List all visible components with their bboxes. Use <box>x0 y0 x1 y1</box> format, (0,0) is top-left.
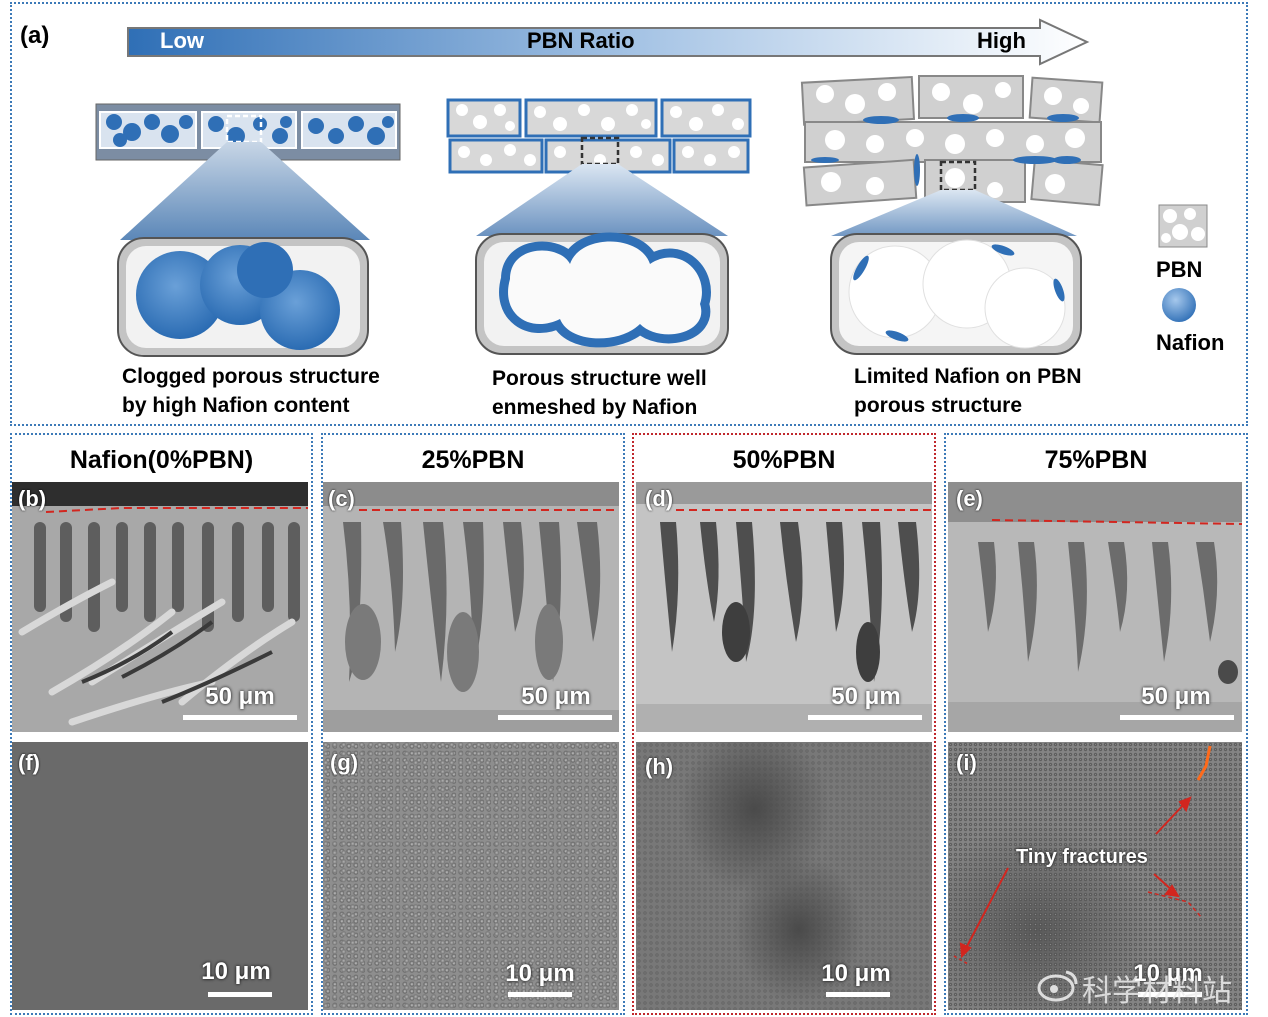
arrow-low-label: Low <box>160 28 204 53</box>
scale-bar-c <box>498 715 612 720</box>
pbn-ratio-arrow <box>127 18 1090 66</box>
pbn-legend-icon <box>1158 204 1208 248</box>
fracture-arrows <box>953 745 1212 965</box>
schematic-3-caption: Limited Nafion on PBN porous structure <box>854 365 1082 417</box>
panel-g-label: (g) <box>330 750 359 775</box>
column-0-title: Nafion(0%PBN) <box>69 446 254 474</box>
nafion-legend-icon <box>1162 288 1196 322</box>
scale-label-f: 10 μm <box>201 958 271 985</box>
panel-e-label: (e) <box>956 486 983 511</box>
scale-bar-d <box>808 715 922 720</box>
sem-cross-section-d <box>636 482 932 732</box>
watermark-text: 科学材料站 <box>1082 974 1232 1009</box>
pbn-legend-label: PBN <box>1156 257 1203 282</box>
sem-surface-f <box>12 742 308 1010</box>
scale-bar-b <box>183 715 297 720</box>
column-0-frame <box>10 433 313 1015</box>
panel-b-label: (b) <box>18 486 47 511</box>
sem-cross-section-c <box>323 482 619 732</box>
scale-label-b: 50 μm <box>205 683 275 710</box>
sem-surface-g <box>323 742 619 1010</box>
sem-surface-i <box>948 742 1242 1010</box>
scale-label-g: 10 μm <box>505 960 575 987</box>
schematic-limited <box>800 75 1104 355</box>
scale-label-h: 10 μm <box>821 960 891 987</box>
scale-label-c: 50 μm <box>521 683 591 710</box>
schematic-enmeshed <box>446 98 752 355</box>
panel-i-label: (i) <box>956 750 977 775</box>
column-3-frame <box>944 433 1248 1015</box>
column-2-frame <box>632 433 936 1015</box>
arrow-mid-label: PBN Ratio <box>527 28 635 53</box>
nafion-legend-label: Nafion <box>1156 330 1225 355</box>
scale-bar-e <box>1120 715 1234 720</box>
column-1-frame <box>321 433 625 1015</box>
scale-label-d: 50 μm <box>831 683 901 710</box>
schematic-clogged <box>95 103 401 357</box>
column-1-title: 25%PBN <box>421 446 525 474</box>
arrow-high-label: High <box>977 28 1026 53</box>
column-2-title: 50%PBN <box>732 446 836 474</box>
panel-c-label: (c) <box>328 486 355 511</box>
sem-surface-h <box>636 742 932 1010</box>
fracture-annotation: Tiny fractures <box>1016 846 1148 868</box>
schematic-1-caption: Clogged porous structure by high Nafion … <box>122 365 380 417</box>
scale-bar-g <box>508 992 572 997</box>
sem-cross-section-b <box>12 482 308 732</box>
panel-f-label: (f) <box>18 750 40 775</box>
scale-label-i: 10 μm <box>1133 960 1203 987</box>
scale-bar-f <box>208 992 272 997</box>
panel-h-label: (h) <box>645 754 674 779</box>
scale-label-e: 50 μm <box>1141 683 1211 710</box>
column-3-title: 75%PBN <box>1044 446 1148 474</box>
weibo-logo-icon <box>1037 970 1078 1002</box>
scale-bar-i <box>1138 992 1202 997</box>
schematic-2-caption: Porous structure well enmeshed by Nafion <box>492 367 707 419</box>
panel-d-label: (d) <box>645 486 674 511</box>
scale-bar-h <box>826 992 890 997</box>
panel-a-frame <box>10 2 1248 426</box>
panel-a-label: (a) <box>20 22 50 49</box>
